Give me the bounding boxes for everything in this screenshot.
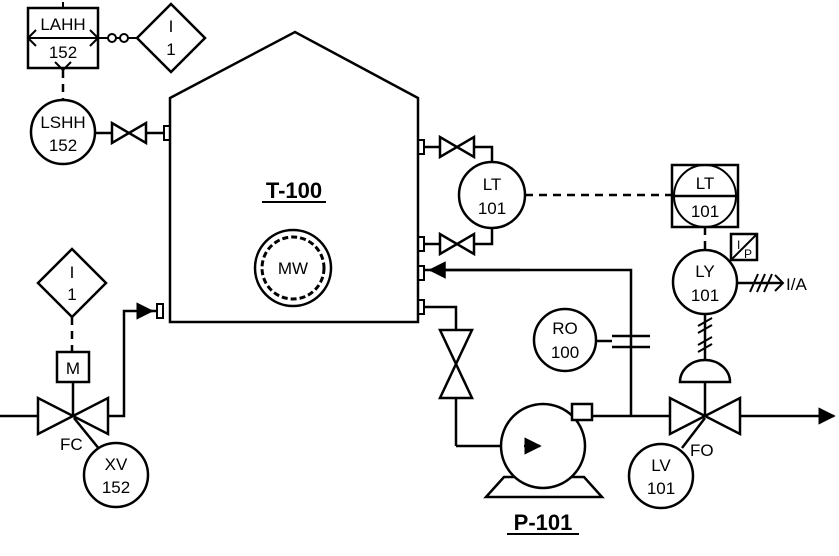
lt-upper-valve[interactable] [438, 134, 476, 160]
lt-field-tag: LT [483, 175, 502, 194]
lv-actuator[interactable] [678, 358, 732, 384]
motor-actuator[interactable]: M [55, 350, 91, 384]
ly-lv-signal [697, 314, 713, 362]
lv-leader [681, 417, 706, 449]
lahh-152[interactable]: LAHH 152 [26, 2, 100, 72]
lv-101[interactable]: LV 101 [627, 442, 695, 510]
ip-p: P [744, 247, 752, 261]
lahh-num: 152 [49, 43, 77, 62]
ip-converter[interactable]: I P [729, 232, 759, 262]
ly-101[interactable]: LY 101 [671, 248, 739, 316]
tank-t100[interactable]: T-100 MW [168, 30, 420, 324]
lt-101-panel[interactable]: LT 101 [670, 163, 740, 229]
fo-label: FO [690, 441, 714, 460]
ia-label: I/A [786, 275, 807, 294]
lv-num: 101 [647, 479, 675, 498]
mixer-label: MW [278, 259, 308, 278]
tank-outlet [424, 305, 458, 330]
lshh-tag: LSHH [40, 113, 85, 132]
ro-num: 100 [551, 343, 579, 362]
lshh-num: 152 [49, 136, 77, 155]
motor-tag: M [66, 359, 80, 378]
lt-panel-num: 101 [691, 202, 719, 221]
ro-orifice [612, 334, 650, 349]
pump-tag: P-101 [514, 510, 573, 535]
lt-field-num: 101 [478, 199, 506, 218]
lv-tag: LV [651, 456, 671, 475]
inlet-to-tank [108, 309, 157, 418]
interlock-top[interactable]: I 1 [135, 2, 207, 74]
xv-leader [73, 417, 101, 451]
ro-tag: RO [552, 319, 578, 338]
software-link-top [98, 33, 138, 43]
xv-valve[interactable] [36, 395, 110, 437]
lshh-152[interactable]: LSHH 152 [29, 98, 97, 166]
interlock-left-tag: I [70, 263, 75, 282]
xv-152[interactable]: XV 152 [82, 441, 150, 509]
pump-p101[interactable] [483, 402, 605, 499]
interlock-left-num: 1 [67, 285, 76, 304]
lt-upper-line [474, 145, 494, 162]
recirc-line [424, 268, 633, 416]
ly-num: 101 [691, 286, 719, 305]
lt-lower-valve[interactable] [438, 231, 476, 257]
interlock-top-tag: I [169, 17, 174, 36]
mixer-mw[interactable]: MW [253, 228, 333, 308]
tank-tag: T-100 [266, 178, 322, 203]
ia-supply [737, 273, 785, 293]
lt-panel-tag: LT [696, 174, 715, 193]
interlock-top-num: 1 [166, 40, 175, 59]
lv-valve[interactable] [668, 395, 742, 437]
interlock-left[interactable]: I 1 [36, 247, 108, 319]
lahh-tag: LAHH [40, 15, 85, 34]
outlet-valve[interactable] [438, 328, 474, 400]
fc-label: FC [60, 435, 83, 454]
lt-101-field[interactable]: LT 101 [457, 160, 527, 230]
ro-100[interactable]: RO 100 [532, 307, 598, 373]
xv-num: 152 [102, 478, 130, 497]
ip-i: I [737, 238, 740, 252]
ly-tag: LY [695, 262, 715, 281]
lt-lower-line [474, 228, 494, 246]
xv-tag: XV [105, 455, 128, 474]
lshh-valve[interactable] [110, 120, 148, 146]
